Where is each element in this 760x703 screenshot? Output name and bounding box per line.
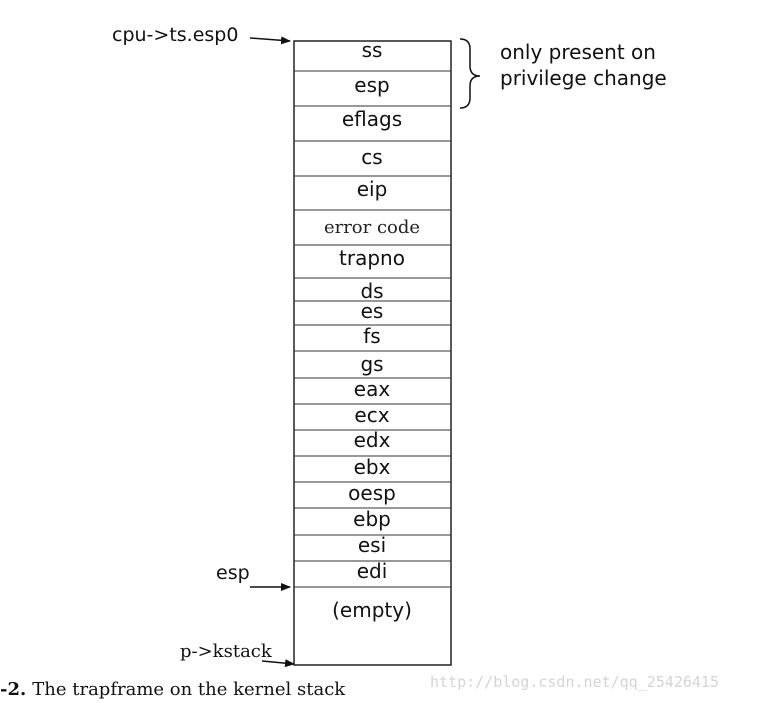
stack-field-eax: eax [354, 377, 391, 401]
stack-field-empty: (empty) [332, 598, 412, 622]
stack-field-fs: fs [363, 324, 380, 348]
stack-box [293, 40, 452, 666]
stack-field-edi: edi [357, 559, 388, 583]
watermark: http://blog.csdn.net/qq_25426415 [430, 673, 719, 691]
stack-field-ss: ss [362, 38, 383, 62]
stack-field-eflags: eflags [342, 107, 402, 131]
stack-field-eip: eip [357, 177, 388, 201]
stack-field-ecx: ecx [354, 403, 389, 427]
figure-number: -2. [0, 679, 27, 700]
cpu-ts-esp0-arrow [249, 36, 291, 45]
stack-field-es: es [361, 299, 384, 323]
stack-field-trapno: trapno [339, 246, 405, 270]
kstack-pointer-label: p->kstack [180, 641, 273, 662]
cpu-ts-esp0-label: cpu->ts.esp0 [112, 24, 238, 46]
stack-field-error-code: error code [324, 217, 420, 238]
stack-field-gs: gs [360, 352, 383, 376]
privilege-note-line2: privilege change [500, 66, 667, 90]
esp-pointer-label: esp [216, 562, 250, 584]
stack-field-edx: edx [354, 428, 391, 452]
stack-field-esi: esi [358, 533, 386, 557]
stack-field-cs: cs [361, 145, 382, 169]
privilege-brace-icon [459, 38, 481, 109]
stack-field-ds: ds [360, 279, 383, 303]
stack-field-oesp: oesp [348, 481, 396, 505]
caption-text: The trapframe on the kernel stack [32, 679, 346, 700]
kstack-pointer-arrow [261, 659, 295, 668]
stack-field-ebp: ebp [353, 507, 391, 531]
stack-field-ebx: ebx [354, 455, 391, 479]
privilege-note-line1: only present on [500, 40, 656, 64]
figure-caption: -2.The trapframe on the kernel stack [0, 679, 345, 700]
stack-field-esp: esp [354, 73, 389, 97]
